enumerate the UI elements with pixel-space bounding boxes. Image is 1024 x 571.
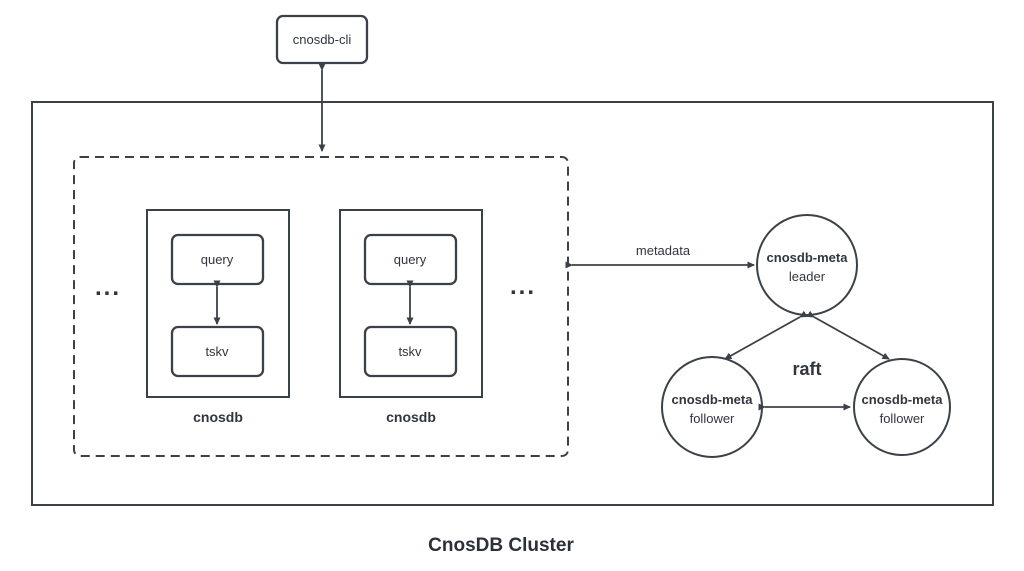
cnosdb-node-box	[339, 209, 483, 398]
query-label: query	[394, 252, 427, 267]
data-nodes-dashed-box	[73, 156, 569, 457]
meta-follower-left-circle	[661, 356, 763, 458]
cluster-boundary-box	[31, 101, 994, 506]
meta-leader-circle	[756, 214, 858, 316]
meta-follower-right-role: follower	[880, 411, 925, 426]
left-ellipsis: ...	[95, 274, 121, 301]
cnosdb-node-box	[146, 209, 290, 398]
cnosdb-cli-box	[275, 14, 369, 65]
meta-leader-role: leader	[789, 269, 826, 284]
cnosdb-node-caption: cnosdb	[386, 409, 436, 425]
query-label: query	[201, 252, 234, 267]
meta-follower-left-role: follower	[690, 411, 735, 426]
meta-leader-name: cnosdb-meta	[767, 250, 849, 265]
meta-follower-left-name: cnosdb-meta	[672, 392, 754, 407]
cnosdb-cli-label: cnosdb-cli	[293, 32, 352, 47]
meta-follower-right-circle	[853, 358, 951, 456]
tskv-label: tskv	[398, 344, 422, 359]
metadata-label: metadata	[636, 243, 691, 258]
leader-follower-left-arrow	[724, 310, 808, 360]
tskv-label: tskv	[205, 344, 229, 359]
tskv-box	[363, 325, 458, 378]
tskv-box	[170, 325, 265, 378]
right-ellipsis: ...	[510, 273, 536, 300]
raft-label: raft	[792, 359, 821, 379]
diagram-title: CnosDB Cluster	[428, 535, 574, 556]
meta-follower-right-name: cnosdb-meta	[862, 392, 944, 407]
cnosdb-node-caption: cnosdb	[193, 409, 243, 425]
leader-follower-right-arrow	[806, 310, 890, 360]
